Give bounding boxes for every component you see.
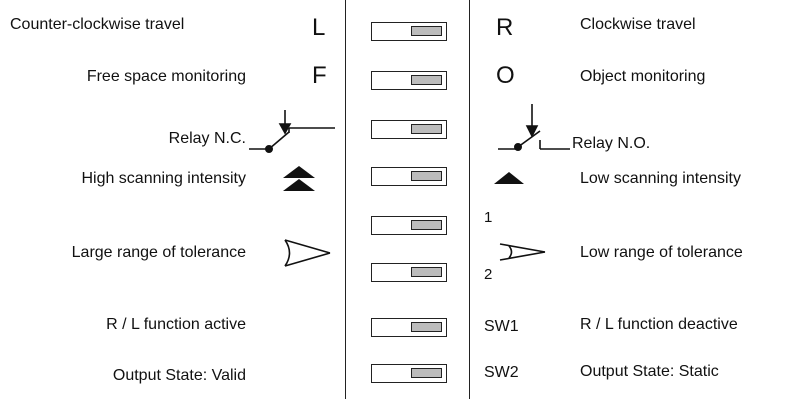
right-label-output-state: Output State: Static [580,363,719,380]
switch-knob [411,220,442,230]
dip-switch-4[interactable] [371,167,447,186]
switch-knob [411,267,442,277]
relay-no-icon [498,104,570,152]
triangle-icon [494,172,524,184]
switch-knob [411,368,442,378]
switch-knob [411,171,442,181]
left-label-tolerance: Large range of tolerance [71,244,246,261]
dip-switch-8[interactable] [371,364,447,383]
wide-angle-icon [284,239,331,267]
switch-knob [411,26,442,36]
switch-label-2: 2 [484,266,493,283]
right-code-sw2: SW2 [484,364,519,381]
relay-nc-icon [249,110,335,154]
left-label-rl-function: R / L function active [106,316,246,333]
right-label-direction: Clockwise travel [580,16,696,33]
left-code-monitoring: F [312,62,327,89]
dip-switch-2[interactable] [371,71,447,90]
right-code-monitoring: O [496,62,515,89]
switch-label-1: 1 [484,209,493,226]
right-code-direction: R [496,14,514,41]
left-label-intensity: High scanning intensity [81,170,246,187]
dip-switch-6[interactable] [371,263,447,282]
dip-switch-5[interactable] [371,216,447,235]
right-label-rl-function: R / L function deactive [580,316,738,333]
dip-switch-7[interactable] [371,318,447,337]
switch-knob [411,124,442,134]
dip-switch-panel [345,0,470,399]
left-label-monitoring: Free space monitoring [86,68,246,85]
left-label-direction: Counter-clockwise travel [10,16,185,33]
left-code-direction: L [312,14,326,41]
dip-switch-1[interactable] [371,22,447,41]
double-triangle-icon [283,166,315,191]
right-label-monitoring: Object monitoring [580,68,706,85]
right-label-tolerance: Low range of tolerance [580,244,743,261]
right-code-sw1: SW1 [484,318,519,335]
narrow-angle-icon [499,243,546,261]
right-label-relay: Relay N.O. [572,135,651,152]
switch-knob [411,322,442,332]
switch-knob [411,75,442,85]
right-label-intensity: Low scanning intensity [580,170,741,187]
left-label-relay: Relay N.C. [168,130,246,147]
dip-switch-3[interactable] [371,120,447,139]
left-label-output-state: Output State: Valid [112,367,246,384]
